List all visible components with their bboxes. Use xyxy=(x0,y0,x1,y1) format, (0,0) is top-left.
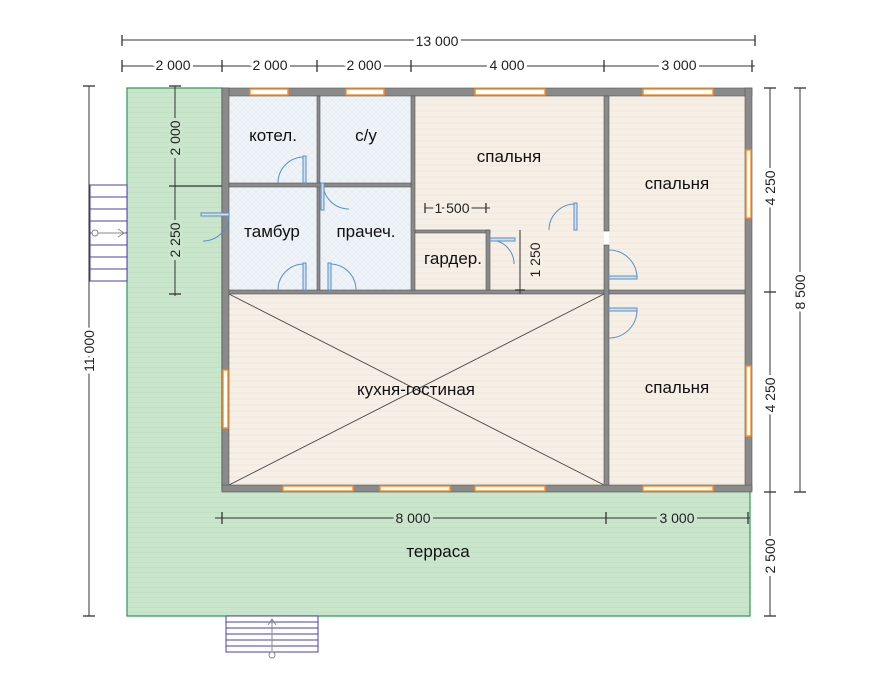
dim-top-seg-5: 3 000 xyxy=(661,57,696,73)
dim-bottom-right: 3 000 xyxy=(659,510,694,526)
cross-icon xyxy=(228,293,605,486)
dim-corridor-width: 1 500 xyxy=(434,200,469,216)
room-label-su: с/у xyxy=(355,126,377,145)
room-label-kotel: котел. xyxy=(249,126,297,145)
room-label-garder: гардер. xyxy=(424,249,482,268)
room-label-terrace: терраса xyxy=(406,542,470,561)
doors xyxy=(200,155,638,339)
floor-garder xyxy=(415,233,486,290)
stairs-icon xyxy=(89,184,128,282)
dim-right-lower: 4 250 xyxy=(762,377,778,412)
dimension-lines xyxy=(83,35,806,617)
dim-top-seg-1: 2 000 xyxy=(155,57,190,73)
dim-corridor-depth: 1 250 xyxy=(527,242,543,277)
dim-left-total: 11 000 xyxy=(81,330,97,372)
floor-tambur xyxy=(229,187,317,290)
floor-prachech xyxy=(320,187,411,290)
dim-top-total: 13 000 xyxy=(416,33,459,49)
dim-left-upper: 2 000 xyxy=(167,120,183,155)
room-label-kitchen: кухня-гостиная xyxy=(357,380,475,399)
dim-bottom-left: 8 000 xyxy=(395,510,430,526)
windows xyxy=(222,88,752,492)
dim-right-total: 8 500 xyxy=(792,274,808,309)
dim-right-upper: 4 250 xyxy=(762,170,778,205)
room-label-prachech: прачеч. xyxy=(336,222,395,241)
floor-bedroom-2 xyxy=(609,96,745,290)
dim-top-seg-3: 2 000 xyxy=(346,57,381,73)
room-label-tambur: тамбур xyxy=(244,222,300,241)
stairs-icon xyxy=(225,615,319,659)
room-label-bedroom-1: спальня xyxy=(477,147,542,166)
dim-top-seg-2: 2 000 xyxy=(252,57,287,73)
floor-su xyxy=(320,96,411,183)
floor-kotel xyxy=(229,96,317,183)
dim-left-lower: 2 250 xyxy=(167,222,183,257)
dim-top-seg-4: 4 000 xyxy=(489,57,524,73)
room-label-bedroom-2: спальня xyxy=(645,174,710,193)
dim-right-terrace: 2 500 xyxy=(762,538,778,573)
room-label-bedroom-3: спальня xyxy=(645,378,710,397)
